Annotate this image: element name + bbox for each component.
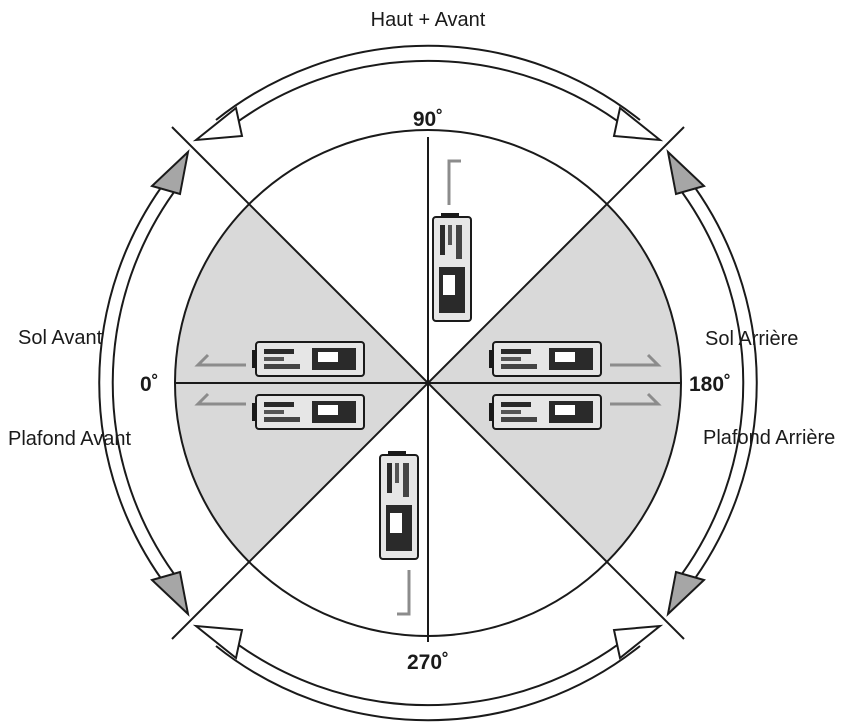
top-label: Haut + Avant <box>371 9 486 31</box>
projector-right-upper <box>488 341 602 377</box>
left-gray-arc-arrow <box>98 149 190 617</box>
left-upper-label: Sol Avant <box>18 327 103 349</box>
direction-arrow-left-lower <box>194 392 246 406</box>
direction-arrow-right-upper <box>610 353 662 367</box>
right-upper-label: Sol Arrière <box>705 328 798 350</box>
projector-bottom-vertical <box>379 450 419 560</box>
right-gray-arc-arrow <box>666 149 758 617</box>
right-lower-label: Plafond Arrière <box>703 427 835 449</box>
diagonal-line-b <box>171 126 685 640</box>
direction-arrow-up <box>447 159 461 205</box>
angle-label-180: 180˚ <box>689 373 731 396</box>
bottom-white-arc-arrow <box>192 624 664 722</box>
projector-left-lower <box>251 394 365 430</box>
direction-arrow-left-upper <box>194 353 246 367</box>
direction-arrow-right-lower <box>610 392 662 406</box>
direction-arrow-down <box>397 570 411 616</box>
top-white-arc-arrow <box>192 44 664 142</box>
projector-top-vertical <box>432 212 472 322</box>
angle-label-90: 90˚ <box>413 108 443 131</box>
left-lower-label: Plafond Avant <box>8 428 132 450</box>
projector-right-lower <box>488 394 602 430</box>
angle-label-0: 0˚ <box>140 373 159 396</box>
projector-left-upper <box>251 341 365 377</box>
angle-label-270: 270˚ <box>407 651 449 674</box>
